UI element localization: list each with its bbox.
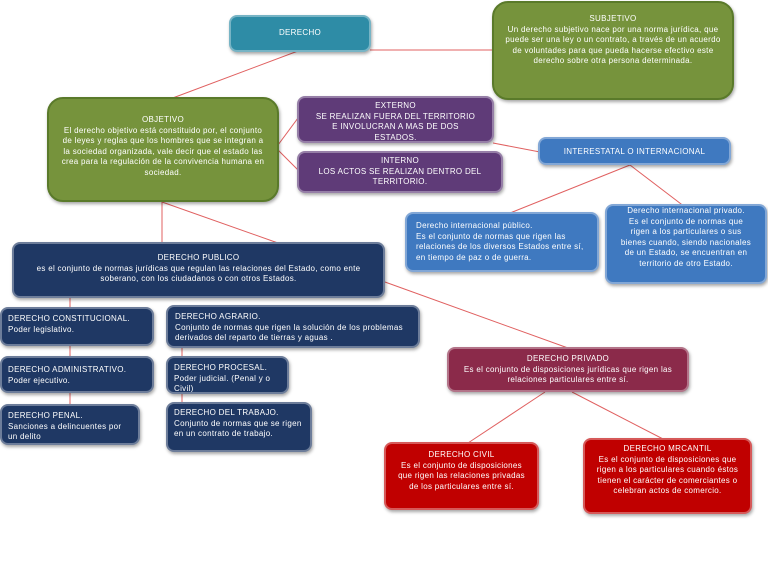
- node-int-publico: Derecho internacional público. Es el con…: [405, 212, 599, 272]
- node-procesal: DERECHO PROCESAL. Poder judicial. (Penal…: [166, 356, 289, 394]
- node-administrativo: DERECHO ADMINISTRATIVO. Poder ejecutivo.: [0, 356, 154, 393]
- node-privado-body: Es el conjunto de disposiciones jurídica…: [463, 364, 673, 385]
- link-privado-civil: [467, 391, 546, 444]
- node-trabajo: DERECHO DEL TRABAJO. Conjunto de normas …: [166, 402, 312, 452]
- node-interno-body: LOS ACTOS SE REALIZAN DENTRO DEL TERRITO…: [318, 166, 482, 187]
- node-civil-title: DERECHO CIVIL: [428, 450, 495, 459]
- node-mercantil-title: DERECHO MRCANTIL: [623, 444, 712, 453]
- link-privado-mercantil: [571, 391, 666, 441]
- node-objetivo: OBJETIVO El derecho objetivo está consti…: [47, 97, 279, 202]
- node-externo-title: EXTERNO: [375, 101, 416, 110]
- node-penal-body: Sanciones a delincuentes por un delito: [8, 421, 122, 442]
- node-publico: DERECHO PUBLICO es el conjunto de normas…: [12, 242, 385, 298]
- node-int-privado: Derecho internacional privado. Es el con…: [605, 204, 767, 284]
- node-subjetivo-body: Un derecho subjetivo nace por una norma …: [505, 24, 721, 66]
- node-objetivo-title: OBJETIVO: [142, 115, 184, 124]
- node-interno: INTERNO LOS ACTOS SE REALIZAN DENTRO DEL…: [297, 151, 503, 193]
- node-constitucional-body: Poder legislativo.: [8, 324, 75, 334]
- node-constitucional-title: DERECHO CONSTITUCIONAL.: [8, 314, 131, 323]
- node-int-privado-title: Derecho internacional privado.: [627, 206, 745, 215]
- node-agrario-title: DERECHO AGRARIO.: [175, 312, 261, 321]
- node-privado-title: DERECHO PRIVADO: [526, 354, 610, 363]
- link-interestatal-privado: [629, 164, 686, 208]
- node-interno-title: INTERNO: [380, 156, 420, 165]
- link-externo-interestatal: [492, 142, 541, 153]
- link-objetivo-externo: [277, 117, 299, 146]
- node-agrario: DERECHO AGRARIO. Conjunto de normas que …: [166, 305, 420, 348]
- link-objetivo-interno: [277, 149, 299, 171]
- node-interestatal-title: INTERESTATAL O INTERNACIONAL: [563, 147, 706, 156]
- node-publico-title: DERECHO PUBLICO: [157, 253, 240, 262]
- node-administrativo-title: DERECHO ADMINISTRATIVO.: [8, 365, 127, 374]
- node-interestatal: INTERESTATAL O INTERNACIONAL: [538, 137, 731, 165]
- node-procesal-title: DERECHO PROCESAL.: [174, 363, 268, 372]
- node-publico-body: es el conjunto de normas jurídicas que r…: [36, 263, 361, 284]
- node-externo-body: SE REALIZAN FUERA DEL TERRITORIO E INVOL…: [315, 111, 476, 142]
- node-privado: DERECHO PRIVADO Es el conjunto de dispos…: [447, 347, 689, 392]
- node-derecho-title: DERECHO: [278, 28, 322, 37]
- node-procesal-body: Poder judicial. (Penal y o Civil): [174, 373, 271, 393]
- node-derecho: DERECHO: [229, 15, 371, 52]
- node-subjetivo: SUBJETIVO Un derecho subjetivo nace por …: [492, 1, 734, 100]
- node-trabajo-title: DERECHO DEL TRABAJO.: [174, 408, 279, 417]
- link-interestatal-publico: [504, 164, 631, 216]
- node-externo: EXTERNO SE REALIZAN FUERA DEL TERRITORIO…: [297, 96, 494, 143]
- node-int-privado-body: Es el conjunto de normas que rigen a los…: [620, 216, 752, 268]
- node-mercantil: DERECHO MRCANTIL Es el conjunto de dispo…: [583, 438, 752, 514]
- node-administrativo-body: Poder ejecutivo.: [8, 375, 71, 385]
- node-civil-body: Es el conjunto de disposiciones que rige…: [398, 460, 525, 491]
- node-constitucional: DERECHO CONSTITUCIONAL. Poder legislativ…: [0, 307, 154, 346]
- node-int-publico-title: Derecho internacional público.: [416, 221, 533, 230]
- node-civil: DERECHO CIVIL Es el conjunto de disposic…: [384, 442, 539, 510]
- node-trabajo-body: Conjunto de normas que se rigen en un co…: [174, 418, 302, 439]
- node-subjetivo-title: SUBJETIVO: [589, 14, 637, 23]
- node-mercantil-body: Es el conjunto de disposiciones que rige…: [596, 454, 739, 496]
- node-objetivo-body: El derecho objetivo está constituido por…: [61, 125, 265, 177]
- node-penal: DERECHO PENAL. Sanciones a delincuentes …: [0, 404, 140, 445]
- node-int-publico-body: Es el conjunto de normas que rigen las r…: [416, 231, 584, 262]
- link-objetivo-privado: [161, 201, 279, 244]
- node-agrario-body: Conjunto de normas que rigen la solución…: [175, 322, 403, 343]
- link-derecho-objetivo: [169, 50, 299, 100]
- link-publico-privado: [384, 281, 569, 349]
- node-penal-title: DERECHO PENAL.: [8, 411, 83, 420]
